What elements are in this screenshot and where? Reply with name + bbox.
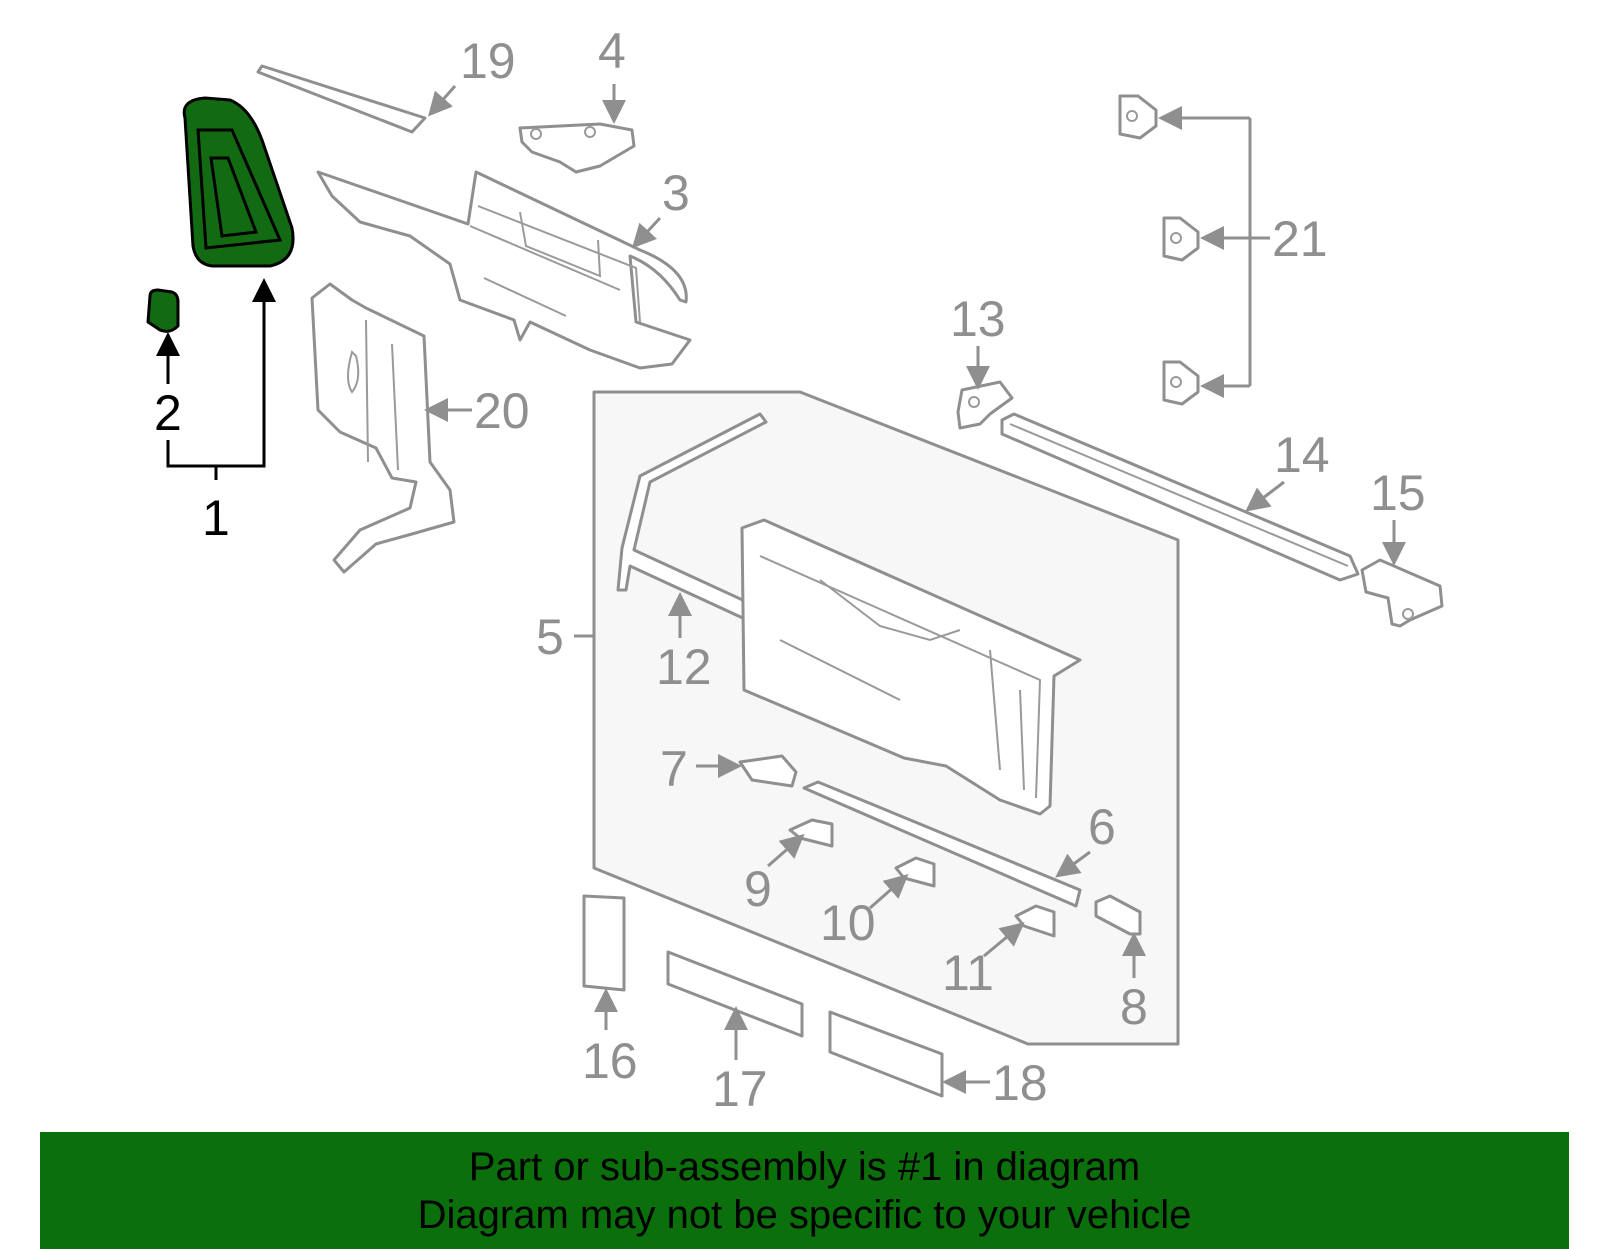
callout-17: 17 <box>712 1061 768 1117</box>
part-13-bracket <box>956 346 1014 430</box>
part-1-seal <box>182 96 295 268</box>
part-16-plate <box>582 894 626 1030</box>
callout-5: 5 <box>536 609 564 665</box>
callout-21: 21 <box>1272 211 1328 267</box>
callout-19: 19 <box>460 33 516 89</box>
callout-8: 8 <box>1120 979 1148 1035</box>
part-8 <box>1094 894 1146 978</box>
callout-18: 18 <box>992 1055 1048 1111</box>
callout-1: 1 <box>202 490 230 546</box>
part-15-bracket <box>1360 520 1444 628</box>
part-20-duct <box>310 282 472 574</box>
back-panel <box>740 518 1082 816</box>
callout-2: 2 <box>154 385 182 441</box>
callout-15: 15 <box>1370 465 1426 521</box>
callout-20: 20 <box>474 383 530 439</box>
callout-3: 3 <box>662 165 690 221</box>
callout-7: 7 <box>660 741 688 797</box>
callout-6: 6 <box>1088 799 1116 855</box>
part-9 <box>767 818 834 868</box>
callout-9: 9 <box>744 861 772 917</box>
banner-line-1: Part or sub-assembly is #1 in diagram <box>468 1144 1141 1189</box>
callout-10: 10 <box>820 895 876 951</box>
part-18-plate <box>828 1010 990 1098</box>
part-7 <box>696 754 798 788</box>
callout-13: 13 <box>950 291 1006 347</box>
callout-14: 14 <box>1274 427 1330 483</box>
part-14-rail <box>1000 412 1360 582</box>
callout-16: 16 <box>582 1033 638 1089</box>
callout-4: 4 <box>598 23 626 79</box>
part-2-clip <box>146 288 180 333</box>
part-3-cowl <box>316 170 692 370</box>
info-banner: Part or sub-assembly is #1 in diagram Di… <box>40 1132 1569 1249</box>
callout-12: 12 <box>656 639 712 695</box>
part-19-strip <box>256 64 457 134</box>
banner-line-2: Diagram may not be specific to your vehi… <box>417 1192 1192 1237</box>
part-17-plate <box>666 950 804 1060</box>
part-6-rail <box>802 780 1091 908</box>
part-21-clips <box>1118 94 1270 406</box>
part-4-bracket <box>518 84 636 174</box>
part-11 <box>983 904 1056 958</box>
callout-11: 11 <box>942 945 994 1001</box>
bracket-1-2 <box>156 278 276 480</box>
part-10 <box>869 856 936 910</box>
